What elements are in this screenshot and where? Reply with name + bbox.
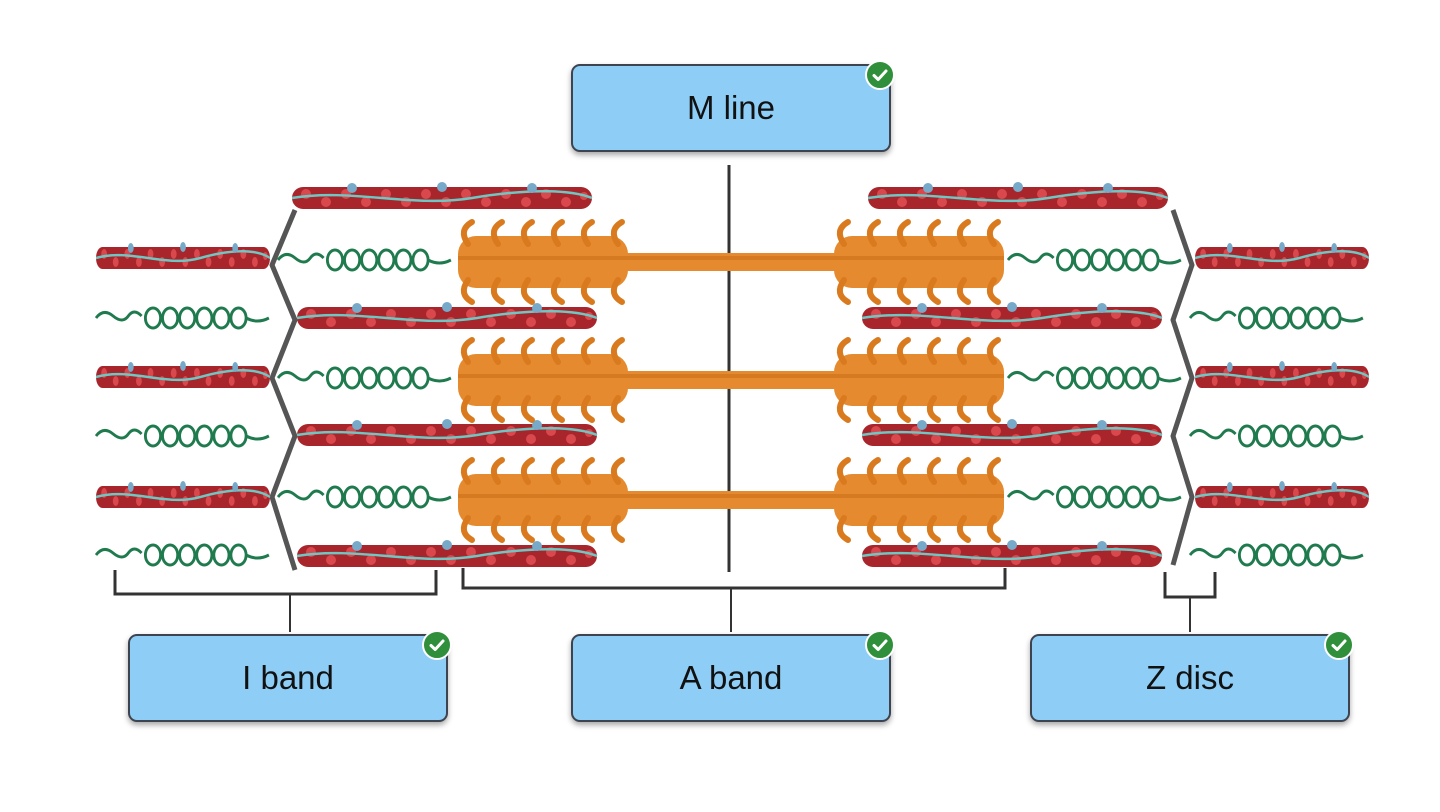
titin-coil <box>1006 485 1183 509</box>
actin-filament <box>866 180 1170 211</box>
titin-coil <box>276 366 453 390</box>
actin-filament <box>94 240 272 271</box>
actin-filament <box>295 417 599 448</box>
titin-coil <box>276 248 453 272</box>
check-circle-icon <box>1324 630 1354 660</box>
myosin-filament <box>458 222 1004 302</box>
titin-coil <box>94 424 271 448</box>
check-circle-icon <box>422 630 452 660</box>
z-disc-bracket <box>1163 572 1217 599</box>
actin-filament <box>1193 240 1371 271</box>
a-band-label[interactable]: A band <box>571 630 895 722</box>
myosin-filaments <box>458 222 1004 540</box>
actin-filament <box>860 417 1164 448</box>
check-circle-icon <box>865 60 895 90</box>
actin-filament <box>1193 479 1371 510</box>
i-band-bracket <box>113 570 438 596</box>
m-line-label[interactable]: M line <box>571 60 895 152</box>
titin-coil <box>94 306 271 330</box>
z-disc-label[interactable]: Z disc <box>1030 630 1354 722</box>
m-line-label-text: M line <box>686 89 776 126</box>
a-band-label-text: A band <box>679 659 783 696</box>
actin-filament <box>295 538 599 569</box>
titin-coil <box>1188 543 1365 567</box>
actin-filament <box>290 180 594 211</box>
myosin-filament <box>458 460 1004 540</box>
actin-filament <box>860 300 1164 331</box>
titin-coil <box>1188 424 1365 448</box>
actin-filament <box>860 538 1164 569</box>
i-band-label[interactable]: I band <box>128 630 452 722</box>
titin-coil <box>1006 366 1183 390</box>
titin-coil <box>276 485 453 509</box>
actin-filament <box>1193 359 1371 390</box>
check-circle-icon <box>865 630 895 660</box>
titin-coil <box>94 543 271 567</box>
z-disc-line-left <box>269 209 298 571</box>
actin-filament <box>94 479 272 510</box>
actin-filament <box>295 300 599 331</box>
titin-coil <box>1006 248 1183 272</box>
actin-filament <box>94 359 272 390</box>
titin-coil <box>1188 306 1365 330</box>
myosin-filament <box>458 340 1004 420</box>
z-disc-label-text: Z disc <box>1145 659 1234 696</box>
z-disc-line-right <box>1170 209 1195 566</box>
a-band-bracket <box>461 568 1007 590</box>
i-band-label-text: I band <box>242 659 334 696</box>
